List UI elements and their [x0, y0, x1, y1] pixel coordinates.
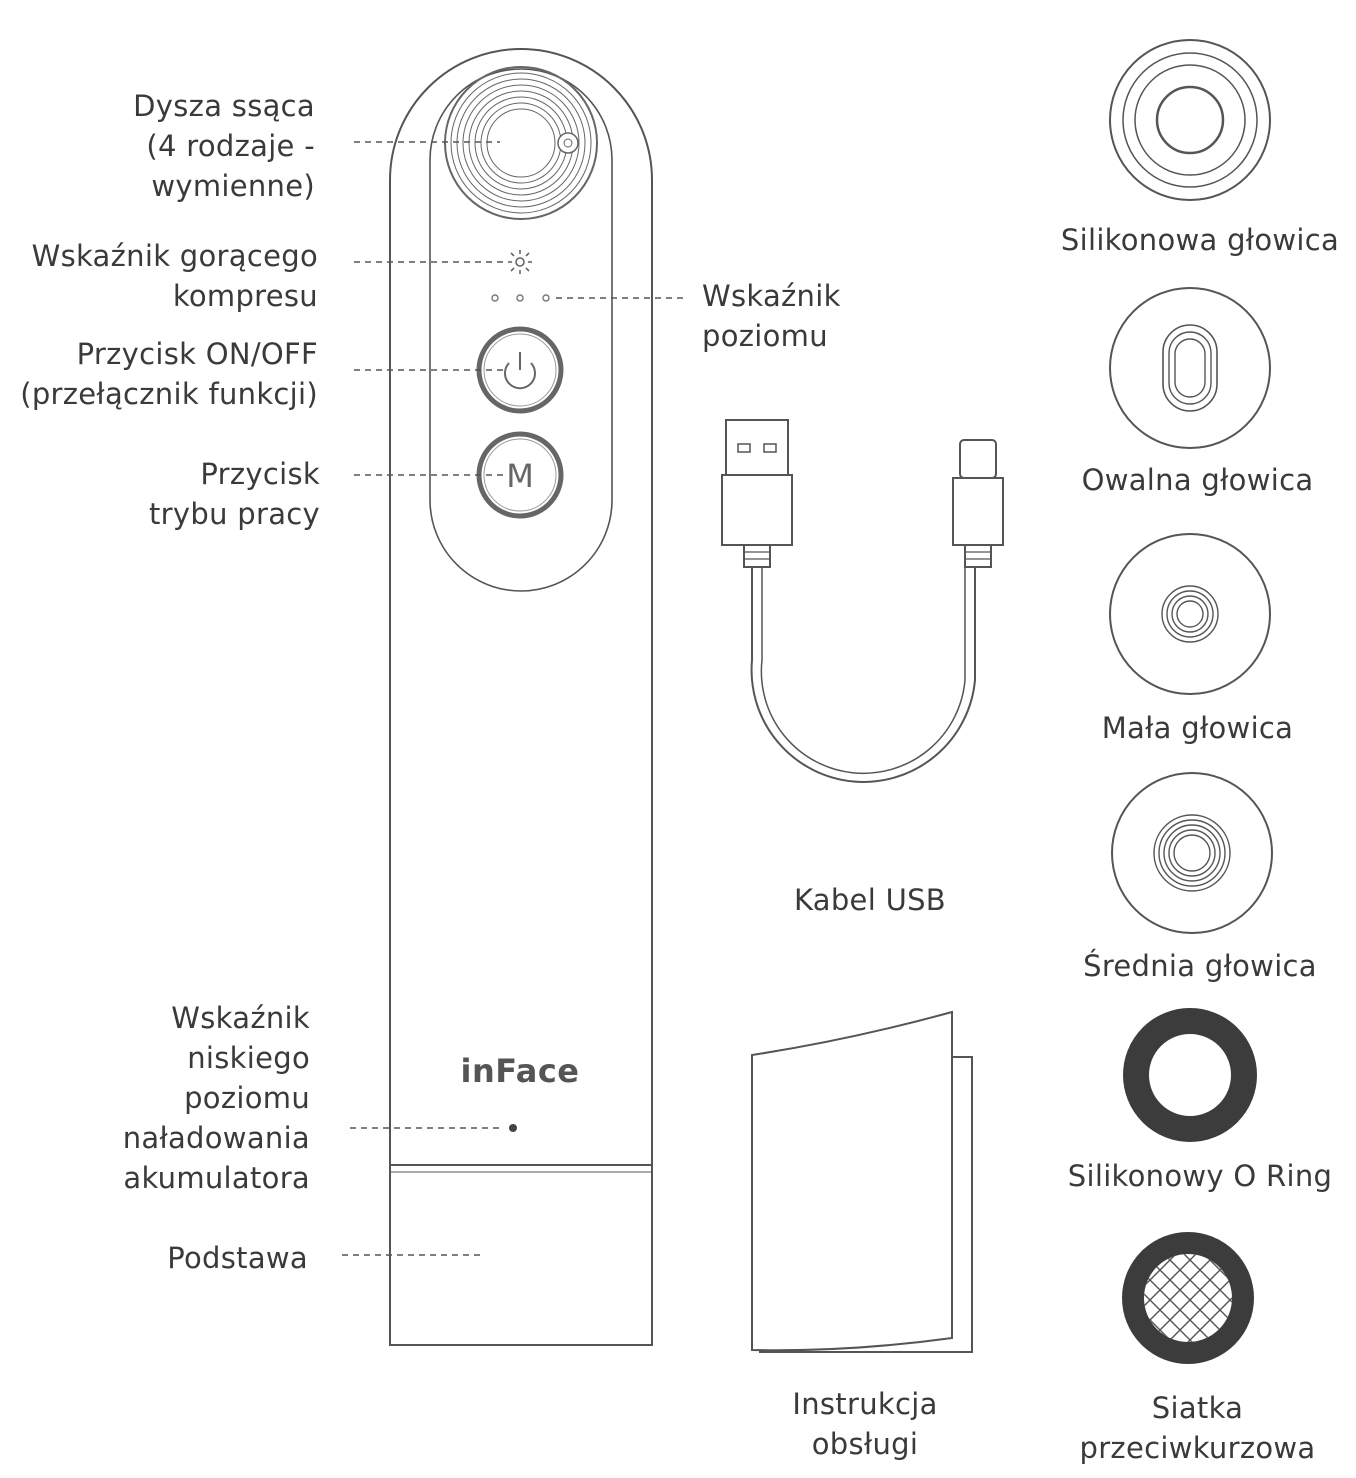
o-ring-label: Silikonowy O Ring	[1067, 1159, 1333, 1193]
manual-label: Instrukcja obsługi	[792, 1387, 938, 1461]
dust-mesh-label: Siatka przeciwkurzowa	[1079, 1391, 1316, 1465]
power-icon	[504, 352, 536, 390]
oval-head-icon	[1109, 287, 1271, 449]
mode-button-glyph: M	[506, 457, 534, 495]
hot-compress-label: Wskaźnik gorącego kompresu	[31, 239, 318, 313]
small-head-icon	[1109, 533, 1271, 695]
silicone-head-icon	[1109, 39, 1271, 201]
medium-head-label: Średnia głowica	[1083, 949, 1317, 983]
sun-icon	[508, 250, 532, 274]
silicone-head-label: Silikonowa głowica	[1060, 223, 1340, 257]
low-battery-label: Wskaźnik niskiego poziomu naładowania ak…	[122, 1001, 310, 1195]
dust-mesh-icon	[1122, 1232, 1254, 1364]
usb-cable-illustration	[721, 419, 1004, 783]
usb-cable-label: Kabel USB	[793, 883, 947, 917]
power-button[interactable]	[476, 326, 564, 414]
leader-lines	[342, 141, 685, 1256]
brand-logo: inFace	[460, 1052, 580, 1090]
mode-button[interactable]: M	[476, 431, 564, 519]
level-indicator-label: Wskaźnik poziomu	[702, 279, 841, 353]
oval-head-label: Owalna głowica	[1081, 463, 1314, 497]
suction-nozzle	[444, 66, 598, 220]
small-head-label: Mała głowica	[1101, 711, 1294, 745]
medium-head-icon	[1111, 772, 1273, 934]
o-ring-icon	[1123, 1008, 1257, 1142]
base-label: Podstawa	[167, 1241, 308, 1275]
device-illustration	[389, 48, 653, 1346]
nozzle-label: Dysza ssąca (4 rodzaje - wymienne)	[133, 89, 315, 203]
device-body	[389, 48, 653, 1346]
low-battery-dot	[509, 1124, 517, 1132]
manual-illustration	[751, 1010, 973, 1353]
power-button-label: Przycisk ON/OFF (przełącznik funkcji)	[20, 337, 318, 411]
mode-button-label: Przycisk trybu pracy	[149, 457, 320, 531]
level-indicator-dots	[491, 294, 550, 302]
